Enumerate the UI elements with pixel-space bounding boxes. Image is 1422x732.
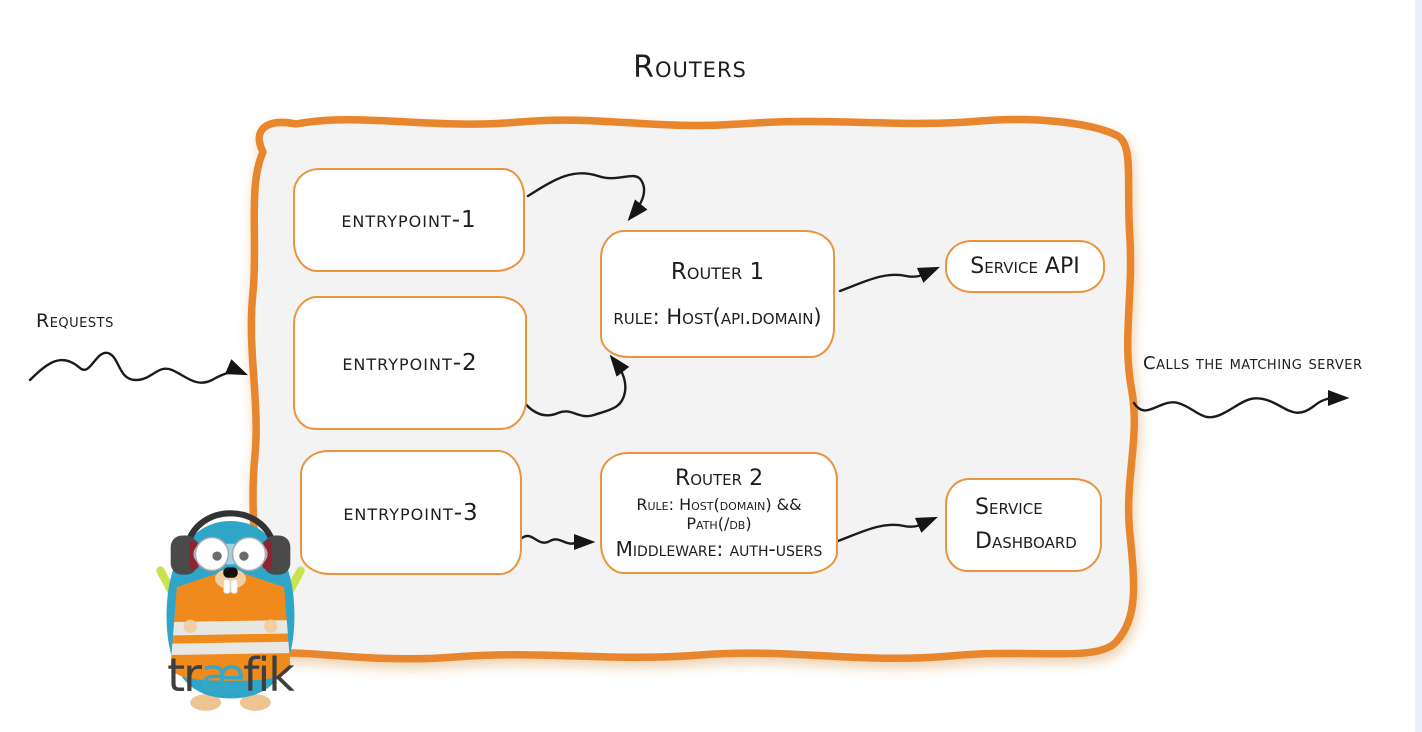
service-api-box: Service API xyxy=(945,240,1105,293)
router-2-title: Router 2 xyxy=(674,465,764,491)
arrow-entrypoint2-to-router1 xyxy=(518,354,630,418)
entrypoint-2-label: entrypoint-2 xyxy=(342,350,478,376)
requests-label: Requests xyxy=(36,310,114,332)
wordmark-prefix: tr xyxy=(167,648,202,702)
entrypoint-1-box: entrypoint-1 xyxy=(293,168,525,272)
router-2-rule: Rule: Host(domain) && Path(/db) xyxy=(636,494,802,533)
router-2-box: Router 2 Rule: Host(domain) && Path(/db)… xyxy=(600,452,838,574)
service-dashboard-box: Service Dashboard xyxy=(945,478,1102,572)
arrow-entrypoint3-to-router2 xyxy=(520,533,596,551)
arrow-entrypoint1-to-router1 xyxy=(526,172,648,222)
router-1-box: Router 1 rule: Host(api.domain) xyxy=(600,230,835,358)
arrow-requests xyxy=(28,351,248,384)
router-1-title: Router 1 xyxy=(670,259,765,285)
wordmark-ligature: æ xyxy=(200,648,245,702)
service-api-label: Service API xyxy=(970,254,1080,279)
service-dashboard-label-line2: Dashboard xyxy=(975,529,1077,554)
service-dashboard-label-line1: Service xyxy=(975,494,1043,520)
arrow-router1-to-service-api xyxy=(838,266,940,293)
arrow-router2-to-service-dashboard xyxy=(836,516,938,543)
router-1-rule: rule: Host(api.domain) xyxy=(613,305,822,329)
diagram-title: Routers xyxy=(633,50,747,85)
entrypoint-2-box: entrypoint-2 xyxy=(293,296,527,430)
traefik-wordmark: træfik xyxy=(150,648,310,702)
router-2-middleware: Middleware: auth-users xyxy=(615,536,823,561)
entrypoint-3-label: entrypoint-3 xyxy=(343,499,479,526)
wordmark-suffix: fik xyxy=(243,648,295,702)
entrypoint-3-box: entrypoint-3 xyxy=(300,450,522,575)
calls-matching-server-label: Calls the matching server xyxy=(1143,353,1363,374)
page-edge-strip xyxy=(1415,0,1422,732)
entrypoint-1-label: entrypoint-1 xyxy=(341,207,477,233)
arrow-calls-matching-server xyxy=(1132,389,1350,419)
traefik-gopher-logo-icon xyxy=(156,510,305,711)
